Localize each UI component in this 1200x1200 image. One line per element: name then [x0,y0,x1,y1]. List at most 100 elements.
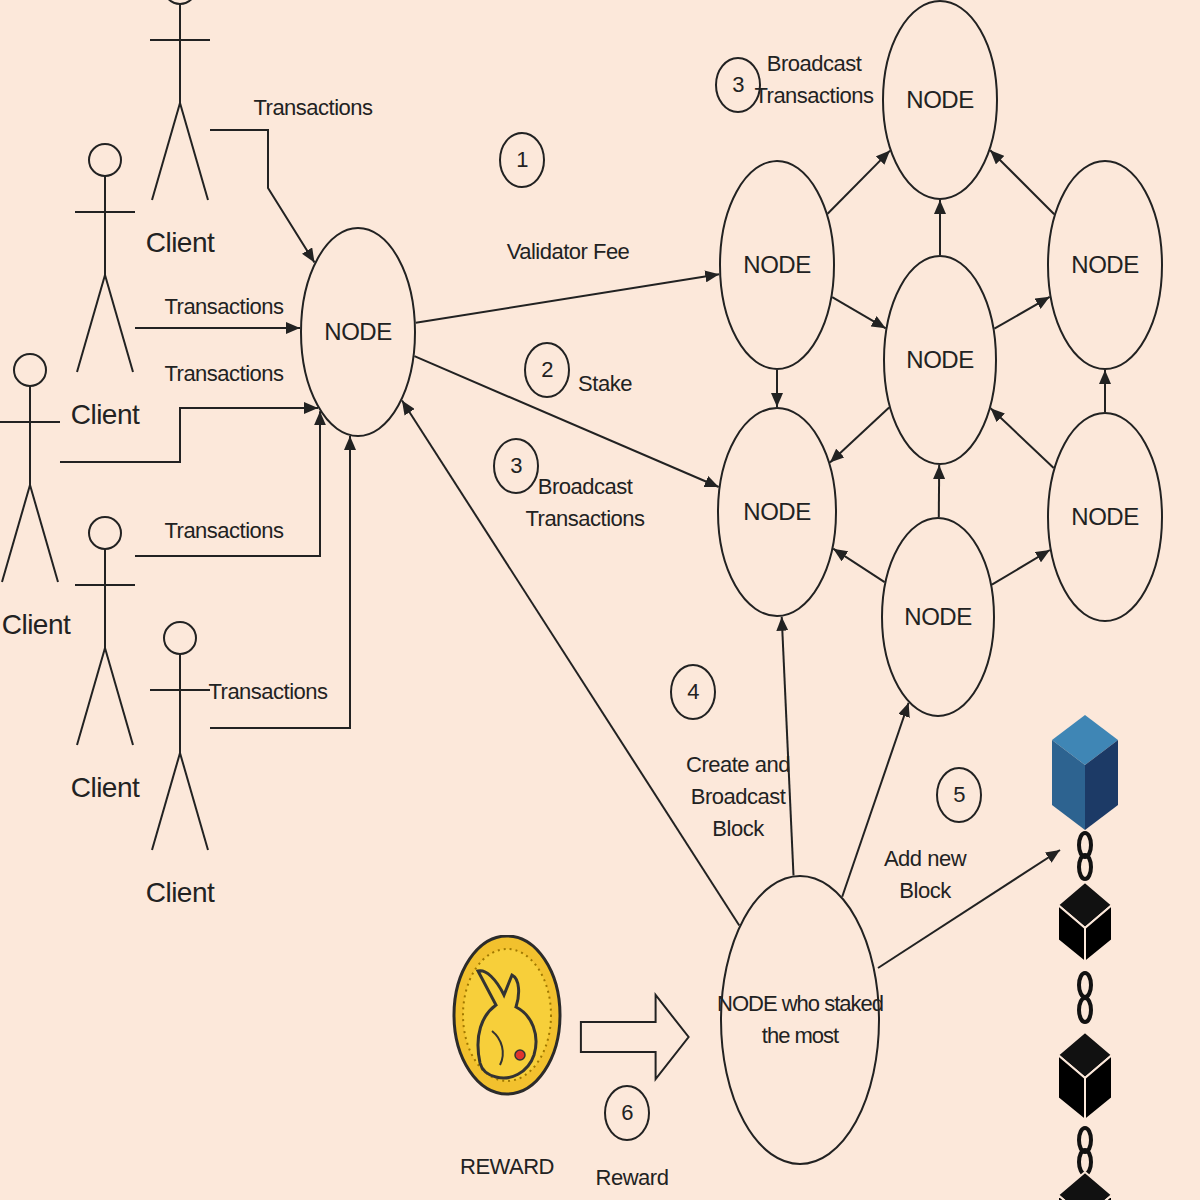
callout-number: 3 [732,69,744,101]
coin-face [463,949,551,1081]
stick-figure [0,350,60,650]
stick-figure-lines [75,144,135,372]
stick-figure-lines [150,622,210,850]
connector-arrow [938,465,940,517]
stick-arms [75,211,135,213]
stick-body [179,4,181,103]
connector-arrow [1104,370,1106,412]
stick-head [89,517,121,549]
client-actor: Client [0,350,60,650]
callout-number: 1 [516,144,528,176]
black-cube [1058,882,1112,962]
node-ellipse [883,1,997,199]
cube-face [1058,1055,1085,1120]
connector-arrow [210,130,315,263]
node-outline [720,875,880,1165]
node-ellipse [884,256,996,464]
connector-arrow [776,370,778,407]
node-text-box: NODE [1047,412,1163,622]
edge-label: Stake [578,368,632,400]
edge-label: Validator Fee [507,236,630,268]
stick-head [89,144,121,176]
node-text-box: NODE [1047,160,1163,370]
stick-leg [152,103,180,200]
cube-face [1052,740,1085,830]
edge-label: Transactions [208,676,327,708]
connector-arrow [842,703,908,897]
connector-arrow [402,401,739,926]
stick-figure-lines [0,354,60,582]
stick-leg [2,485,30,582]
cube-face [1085,740,1118,830]
callout-circle [605,1086,649,1140]
node-text-box: NODE [717,407,837,617]
node-ellipse [882,518,994,716]
coin-rabbit [478,971,536,1078]
stick-head [14,354,46,386]
node-label: NODE [324,315,391,350]
node-ellipse [721,876,879,1164]
stick-leg [77,275,105,372]
node-label: NODE [904,600,971,635]
reward-arrow [581,995,689,1079]
node-circle: NODE [881,517,995,717]
connector-arrow [991,408,1054,468]
connector-arrow [832,297,886,328]
coin-rim [454,936,560,1094]
stick-arms [150,39,210,41]
node-circle: NODE [883,255,997,465]
stick-leg [180,103,208,200]
connector-arrow [782,617,794,876]
stick-figure [75,140,135,440]
node-label: NODE who staked the most [715,988,885,1052]
stick-figure [75,513,135,813]
node-text-box: NODE [883,255,997,465]
node-ellipse [1048,413,1162,621]
connector-arrow [135,411,320,556]
stick-leg [77,648,105,745]
node-label: NODE [906,343,973,378]
node-text-box: NODE [882,0,998,200]
edge-label: Reward [596,1162,669,1194]
callout-number: 2 [541,354,553,386]
node-circle: NODE [717,407,837,617]
connector-arrow [830,407,889,462]
cube-face [1085,1055,1112,1120]
node-label: NODE [906,83,973,118]
node-label: NODE [1071,500,1138,535]
chain-link [1079,998,1091,1022]
stick-figure-lines [75,517,135,745]
cube-face [1058,905,1085,962]
black-cube [1058,1172,1112,1200]
client-label: Client [2,605,71,646]
client-actor: Client [150,0,210,268]
node-circle: NODE [1047,412,1163,622]
edge-label: Transactions [253,92,372,124]
node-ellipse [718,408,836,616]
node-ellipse [301,228,415,436]
node-circle: NODE [882,0,998,200]
edge-label: Transactions [164,358,283,390]
connector-arrow [414,356,718,487]
node-label: NODE [1071,248,1138,283]
callout-circle [525,343,569,397]
callout-circle [494,439,538,493]
cube-face [1058,1172,1112,1200]
client-label: Client [71,768,140,809]
coin-rabbit-line [492,1031,503,1065]
callout-number: 3 [510,450,522,482]
edge-label: Create and Broadcast Block [678,749,798,845]
node-ellipse [1048,161,1162,369]
client-label: Client [146,873,215,914]
reward-coin: REWARD [452,935,562,1185]
step-label: Broadcast Transactions [744,48,884,112]
edge-label: Transactions [164,515,283,547]
edge-label: Transactions [164,291,283,323]
cube-face [1085,905,1112,962]
stick-head [164,0,196,4]
cube-face [1085,1195,1112,1200]
node-circle: NODE who staked the most [720,875,880,1165]
stick-leg [105,648,133,745]
